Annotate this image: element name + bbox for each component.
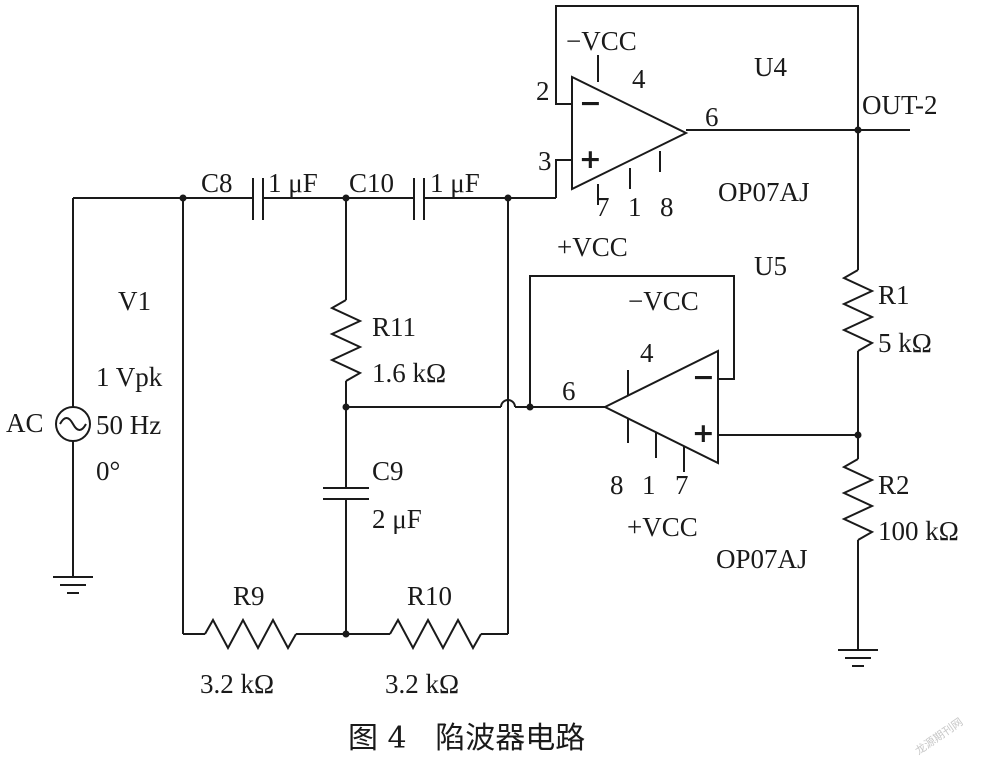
u4-ref-label: U4: [754, 52, 787, 82]
v1-phase-label: 0°: [96, 456, 120, 486]
u4-part-label: OP07AJ: [718, 177, 810, 207]
ground-symbol-left: [53, 576, 93, 594]
c8-ref-label: C8: [201, 168, 233, 198]
resistor-r1: [841, 269, 875, 352]
u5-pin-8: 8: [610, 470, 624, 500]
r9-value-label: 3.2 kΩ: [200, 669, 274, 699]
r1-value-label: 5 kΩ: [878, 328, 932, 358]
v1-frequency-label: 50 Hz: [96, 410, 161, 440]
v1-type-label: AC: [6, 408, 44, 438]
junction-node: [504, 194, 512, 202]
u5-part-label: OP07AJ: [716, 544, 808, 574]
u5-pin-6: 6: [562, 376, 576, 406]
u4-pin-4: 4: [632, 64, 646, 94]
resistor-r11: [329, 299, 363, 382]
c10-ref-label: C10: [349, 168, 394, 198]
r9-ref-label: R9: [233, 581, 265, 611]
u4-pin-3: 3: [538, 146, 552, 176]
junction-node: [526, 403, 534, 411]
u4-pos-supply-label: +VCC: [557, 232, 628, 262]
r11-value-label: 1.6 kΩ: [372, 358, 446, 388]
r2-ref-label: R2: [878, 470, 910, 500]
r10-value-label: 3.2 kΩ: [385, 669, 459, 699]
r2-value-label: 100 kΩ: [878, 516, 959, 546]
c9-ref-label: C9: [372, 456, 404, 486]
u5-ref-label: U5: [754, 251, 787, 281]
c8-value-label: 1 μF: [268, 168, 318, 198]
output-label: OUT-2: [862, 90, 938, 120]
u5-pin-1: 1: [642, 470, 656, 500]
junction-node: [342, 403, 350, 411]
c9-value-label: 2 μF: [372, 504, 422, 534]
u4-noninverting-sign: +: [579, 144, 602, 175]
junction-node: [854, 126, 862, 134]
resistor-r2: [841, 458, 875, 541]
u4-pin-7: 7: [596, 192, 610, 222]
junction-node: [342, 194, 350, 202]
u5-pin-7: 7: [675, 470, 689, 500]
resistor-r9: [204, 617, 297, 651]
u4-neg-supply-label: −VCC: [566, 26, 637, 56]
resistor-r10: [389, 617, 482, 651]
junction-node: [342, 630, 350, 638]
junction-node: [179, 194, 187, 202]
u4-pin-2: 2: [536, 76, 550, 106]
r1-ref-label: R1: [878, 280, 910, 310]
opamp-u4: [571, 55, 689, 205]
u5-pos-supply-label: +VCC: [627, 512, 698, 542]
v1-ref-label: V1: [118, 286, 151, 316]
u5-inverting-sign: −: [692, 362, 715, 393]
r10-ref-label: R10: [407, 581, 452, 611]
u5-neg-supply-label: −VCC: [628, 286, 699, 316]
capacitor-c10: [413, 178, 425, 220]
ac-source-v1: [53, 197, 183, 594]
capacitor-c9: [323, 487, 369, 500]
r11-ref-label: R11: [372, 312, 416, 342]
c10-value-label: 1 μF: [430, 168, 480, 198]
opamp-u5: [602, 349, 719, 472]
u4-inverting-sign: −: [579, 88, 602, 119]
figure-caption: 图 4 陷波器电路: [348, 721, 585, 756]
v1-amplitude-label: 1 Vpk: [96, 362, 163, 392]
u4-pin-1: 1: [628, 192, 642, 222]
ground-symbol-right: [838, 649, 878, 667]
junction-node: [854, 431, 862, 439]
u5-noninverting-sign: +: [692, 418, 715, 449]
u5-pin-4: 4: [640, 338, 654, 368]
capacitor-c8: [252, 178, 264, 220]
watermark-text: 龙源期刊网: [912, 715, 965, 758]
u4-pin-8: 8: [660, 192, 674, 222]
u4-pin-6: 6: [705, 102, 719, 132]
